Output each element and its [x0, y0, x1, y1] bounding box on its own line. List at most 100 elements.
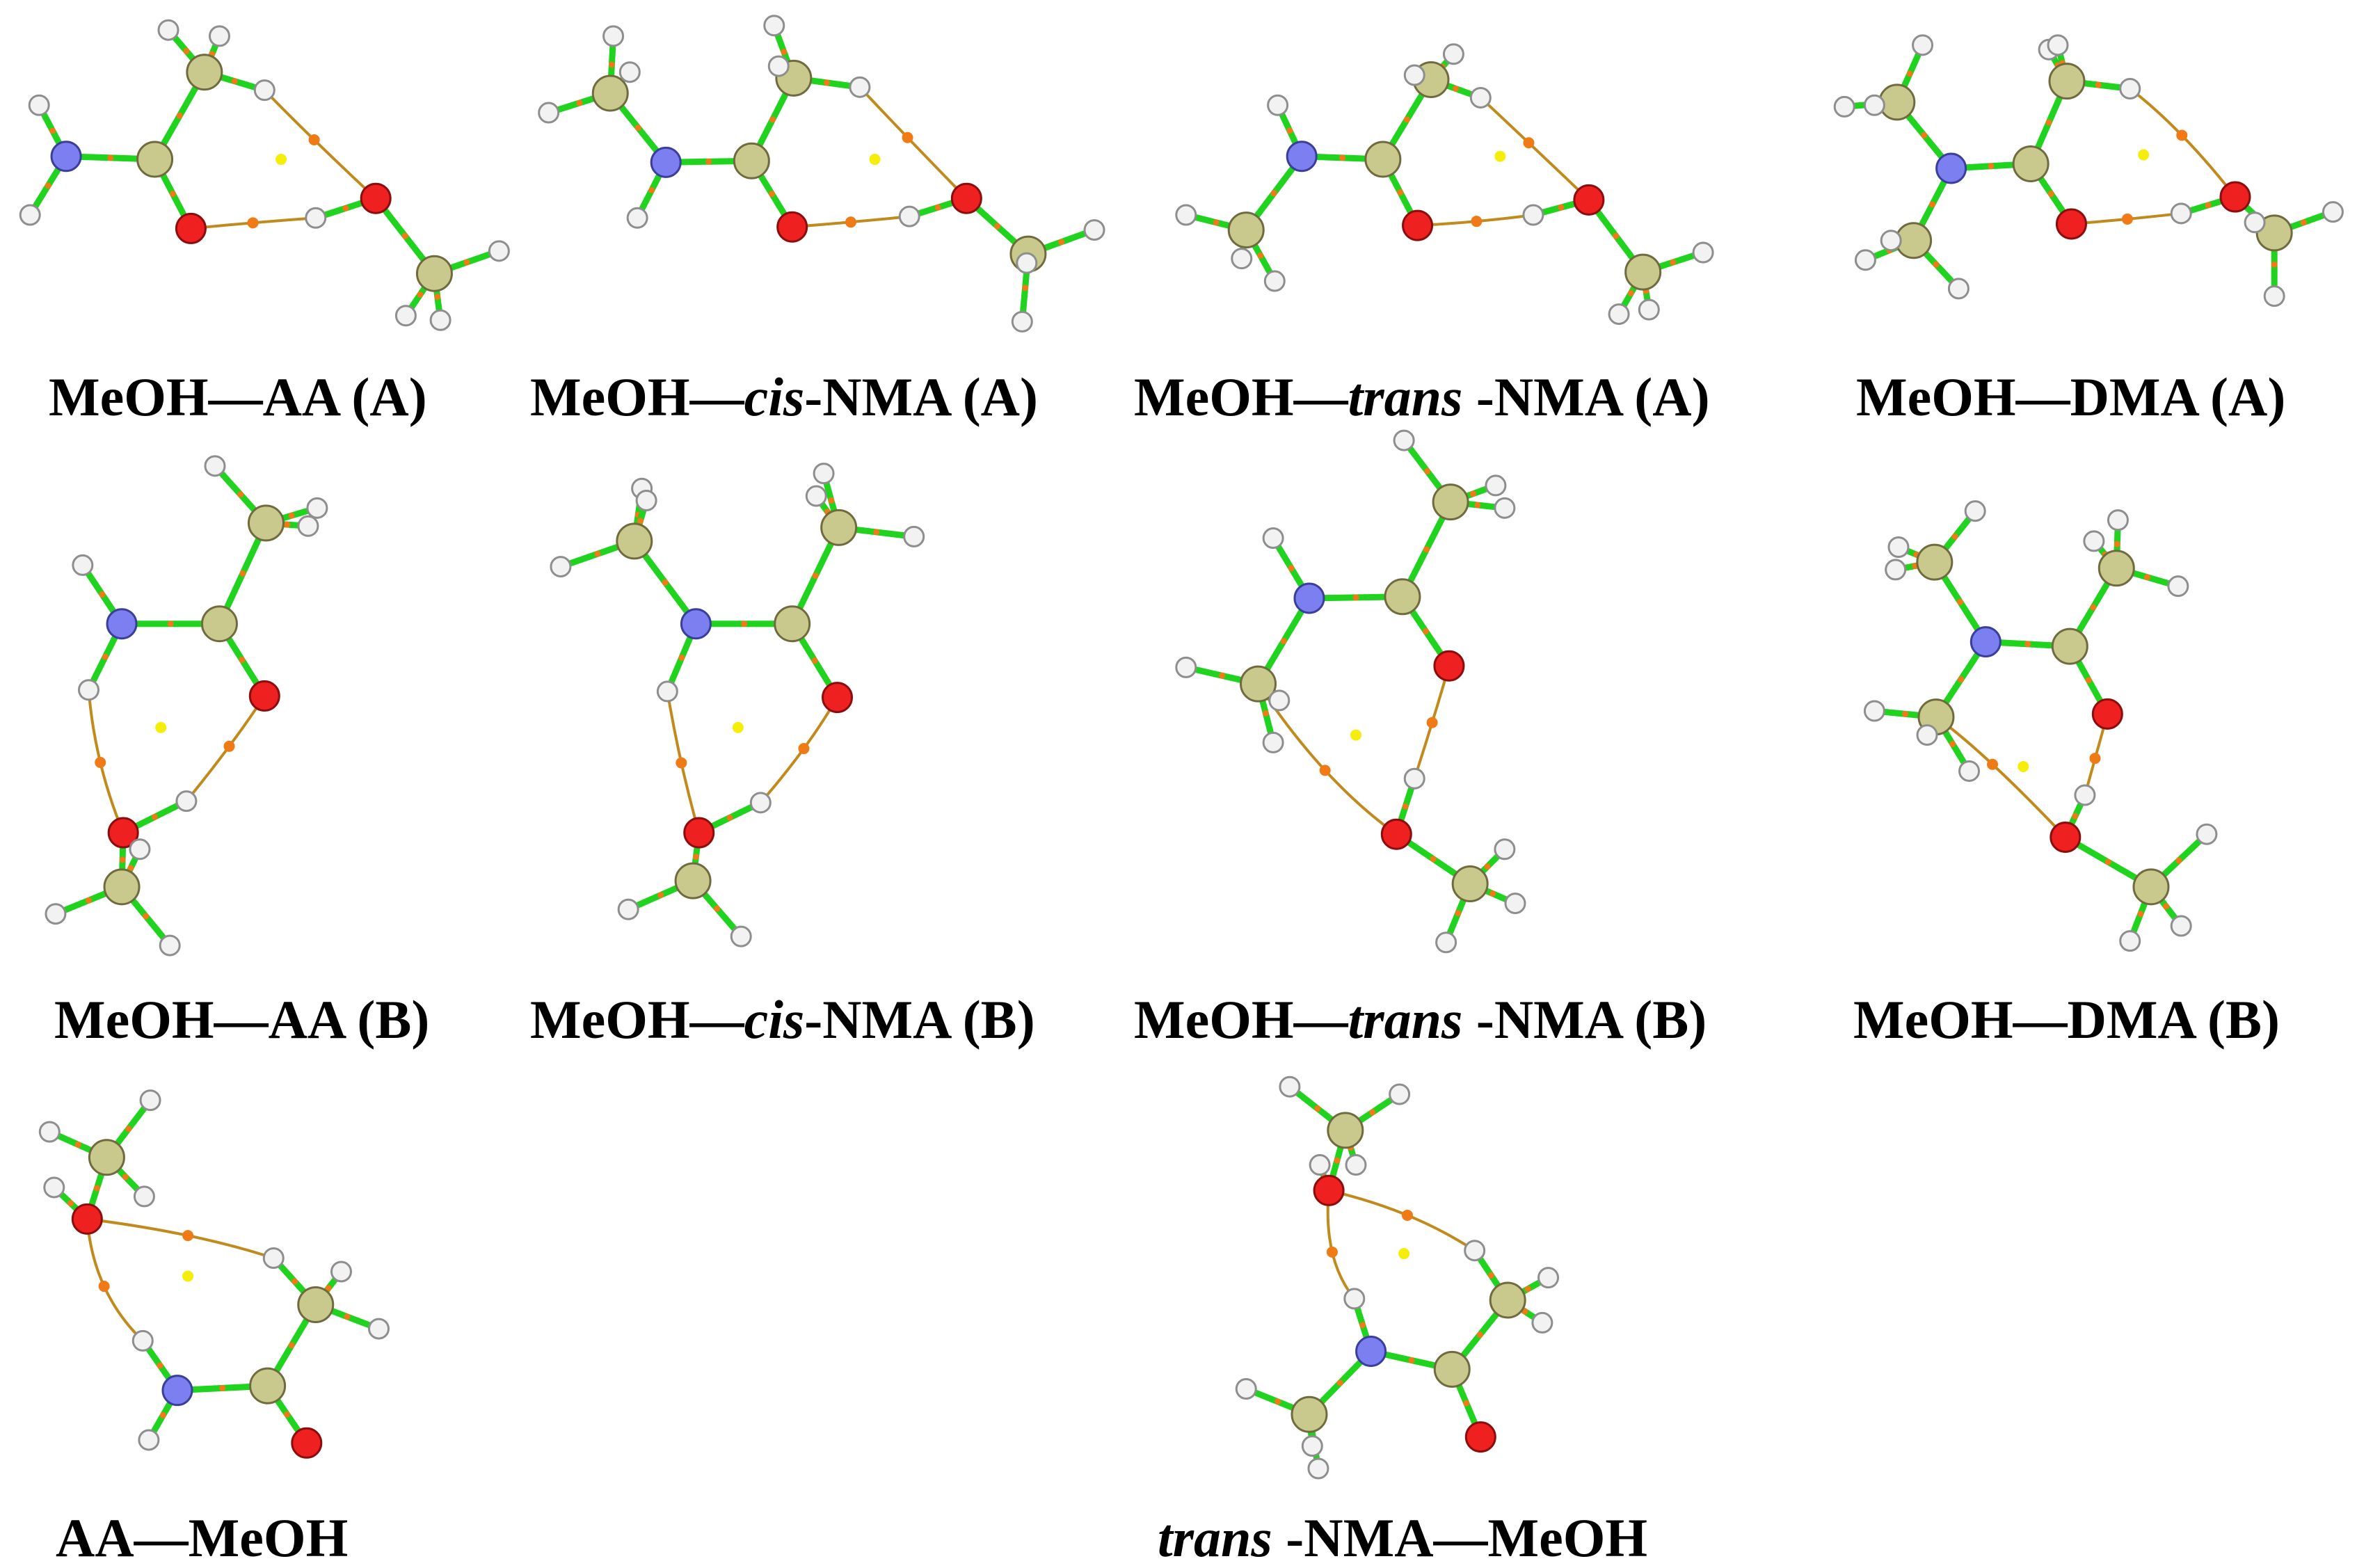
hydrogen-atom [903, 525, 925, 547]
carbon-atom [1327, 1112, 1364, 1149]
bond-critical-point [726, 814, 733, 821]
hydrogen-atom [138, 1429, 160, 1451]
hydrogen-atom [159, 934, 181, 957]
hydrogen-bond-path [858, 86, 968, 200]
bond-critical-point [1921, 131, 1928, 138]
hydrogen-atom [635, 490, 657, 512]
ring-critical-point [2138, 149, 2150, 161]
bond-critical-point [463, 259, 470, 266]
bond-critical-point [1270, 190, 1277, 197]
bond-critical-point [1933, 261, 1940, 268]
nitrogen-atom [1293, 582, 1325, 614]
bond-critical-point [1484, 863, 1491, 870]
ring-critical-point [155, 721, 167, 733]
bond-critical-point [434, 294, 441, 301]
hydrogen-atom [626, 207, 648, 229]
bond-critical-point [1470, 490, 1476, 497]
hydrogen-atom [2244, 211, 2266, 234]
oxygen-atom [248, 680, 280, 712]
hydrogen-atom [1854, 249, 1876, 271]
carbon-atom [1451, 865, 1489, 902]
bond-critical-point [1951, 533, 1958, 540]
carbon-atom [1916, 543, 1953, 581]
hydrogen-atom [2167, 575, 2189, 598]
carbon-atom [249, 1367, 287, 1405]
carbon-atom [1384, 578, 1421, 616]
bond-critical-point [2089, 753, 2101, 765]
bond-critical-point [1929, 201, 1936, 208]
hydrogen-atom [2119, 77, 2141, 99]
hydrogen-atom [253, 79, 275, 102]
bond-critical-point [692, 854, 699, 861]
nitrogen-atom [1286, 141, 1318, 173]
bond-critical-point [1339, 154, 1346, 161]
hydrogen-atom [730, 925, 752, 947]
bond-critical-point [219, 1384, 226, 1391]
oxygen-atom [2091, 698, 2123, 730]
hydrogen-atom [1393, 429, 1415, 451]
bond-critical-point [714, 905, 721, 912]
bond-critical-point [823, 79, 830, 86]
hydrogen-atom [1964, 500, 1986, 522]
hydrogen-atom [19, 204, 41, 226]
oxygen-atom [776, 211, 808, 243]
bond-critical-point [176, 112, 183, 119]
bond-critical-point [1336, 1379, 1343, 1386]
hydrogen-atom [1494, 838, 1516, 861]
hydrogen-atom [1494, 497, 1516, 519]
hydrogen-atom [2083, 530, 2105, 552]
bond-critical-point [1022, 285, 1029, 291]
bond-critical-point [934, 204, 941, 211]
bond-critical-point [1670, 259, 1677, 266]
bond-critical-point [2072, 813, 2079, 819]
bond-critical-point [1521, 1308, 1528, 1315]
bond-critical-point [231, 78, 238, 85]
carbon-atom [2051, 627, 2088, 665]
bond-critical-point [1257, 252, 1264, 259]
hydrogen-atom [28, 94, 50, 116]
hydrogen-atom [306, 497, 328, 519]
hydrogen-atom [43, 1176, 65, 1199]
bond-critical-point [167, 621, 174, 627]
hydrogen-bond-path [1326, 1190, 1356, 1300]
hydrogen-atom [1307, 1457, 1329, 1480]
oxygen-atom [1313, 1174, 1345, 1206]
hydrogen-atom [1469, 86, 1492, 109]
hydrogen-atom [1531, 1311, 1553, 1334]
carbon-atom [1624, 253, 1662, 291]
bond-critical-point [1476, 1331, 1483, 1338]
oxygen-atom [1433, 650, 1465, 682]
hydrogen-bond-path [1479, 96, 1590, 201]
nitrogen-atom [1935, 152, 1967, 184]
hydrogen-bond-path [87, 1217, 274, 1260]
nitrogen-atom [650, 146, 682, 178]
hydrogen-bond-path [263, 89, 377, 200]
bond-critical-point [1397, 189, 1404, 196]
oxygen-atom [683, 817, 715, 849]
oxygen-atom [2219, 181, 2251, 213]
hydrogen-atom [1537, 1267, 1560, 1289]
hydrogen-atom [429, 309, 452, 331]
nitrogen-atom [1355, 1335, 1387, 1367]
oxygen-atom [107, 817, 139, 849]
bond-critical-point [344, 1313, 351, 1320]
bond-critical-point [182, 1230, 194, 1242]
carbon-atom [674, 862, 712, 899]
hydrogen-atom [2119, 930, 2141, 952]
bond-critical-point [2090, 604, 2097, 611]
hydrogen-atom [297, 515, 319, 537]
carbon-atom [88, 1139, 125, 1176]
bond-critical-point [781, 49, 788, 56]
hydrogen-atom [488, 240, 510, 262]
hydrogen-atom [1343, 1288, 1366, 1310]
bond-critical-point [676, 757, 687, 769]
bond-critical-point [902, 131, 913, 143]
bond-critical-point [2045, 119, 2052, 126]
caption-meoh-aa-a: MeOH—AA (A) [49, 367, 427, 427]
ring-critical-point [1398, 1248, 1410, 1260]
bond-critical-point [1286, 127, 1293, 134]
bond-critical-point [239, 657, 246, 664]
bond-critical-point [45, 182, 51, 189]
ring-critical-point [1350, 729, 1361, 741]
bond-critical-point [2137, 911, 2144, 918]
